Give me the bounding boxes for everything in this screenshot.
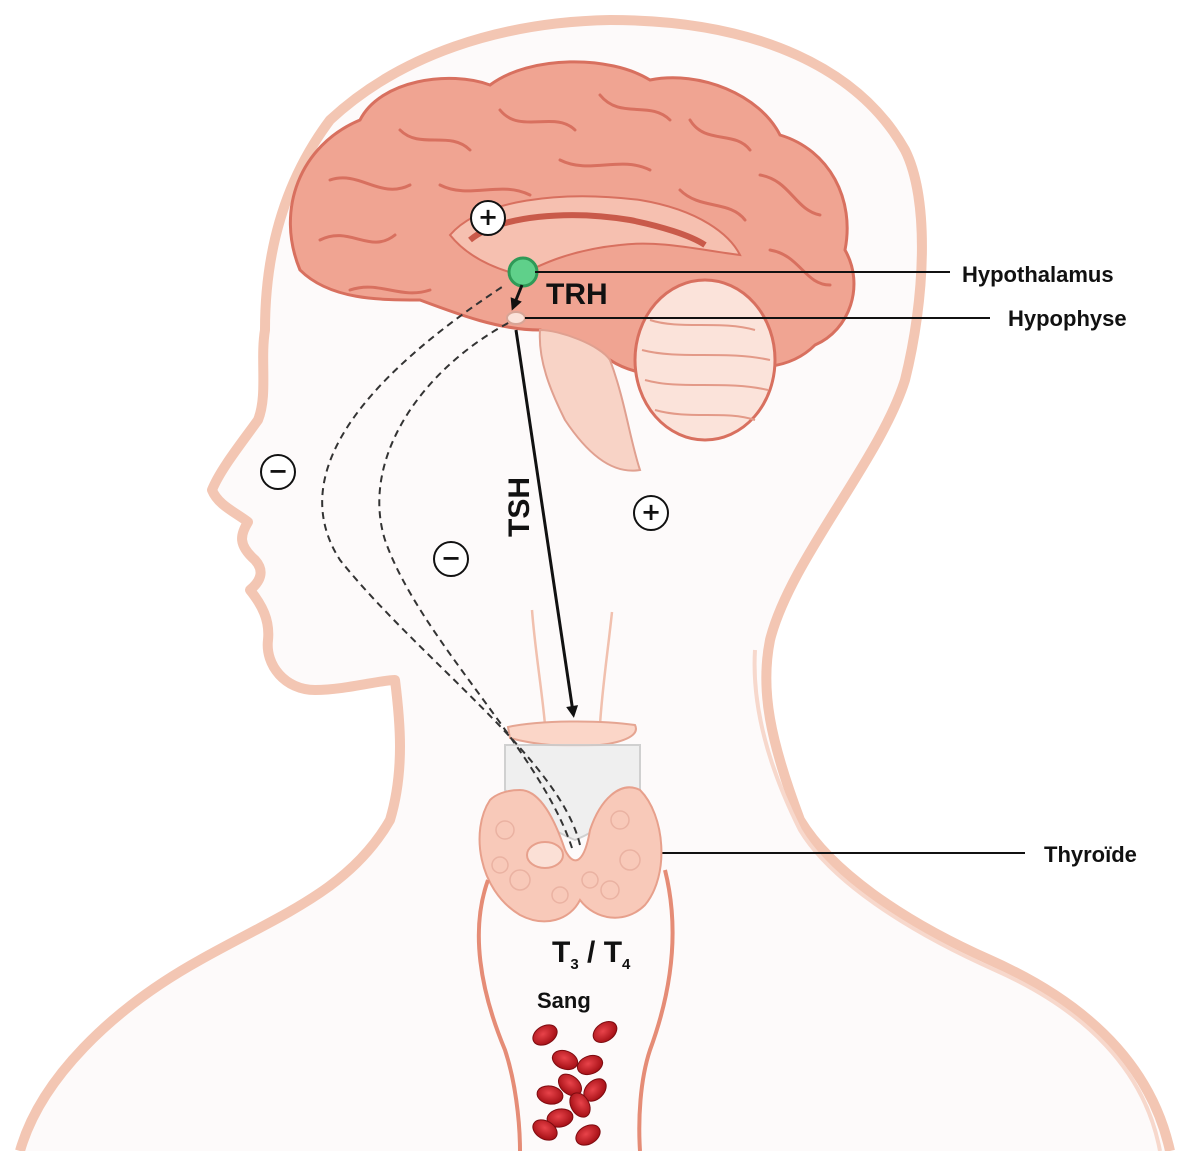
- plus-sign-tsh: +: [633, 495, 669, 531]
- t3-t4-separator: /: [579, 936, 604, 969]
- label-t3-t4: T3 / T4: [552, 936, 630, 970]
- t4-subscript: 4: [622, 956, 630, 973]
- label-sang: Sang: [537, 988, 591, 1014]
- thyroid-cartilage: [508, 721, 636, 746]
- label-hypophyse: Hypophyse: [1008, 306, 1127, 332]
- t3-subscript: 3: [570, 956, 578, 973]
- minus-sign-hypophyse-feedback: −: [433, 541, 469, 577]
- label-trh: TRH: [546, 278, 608, 312]
- hypothalamus-marker: [509, 258, 537, 286]
- t3-letter: T: [552, 936, 570, 969]
- plus-sign-hypothalamus: +: [470, 200, 506, 236]
- label-tsh: TSH: [503, 477, 537, 537]
- label-hypothalamus: Hypothalamus: [962, 262, 1114, 288]
- t4-letter: T: [604, 936, 622, 969]
- label-thyroide: Thyroïde: [1044, 842, 1137, 868]
- hypophyse-marker: [507, 312, 525, 324]
- minus-sign-hypothalamus-feedback: −: [260, 454, 296, 490]
